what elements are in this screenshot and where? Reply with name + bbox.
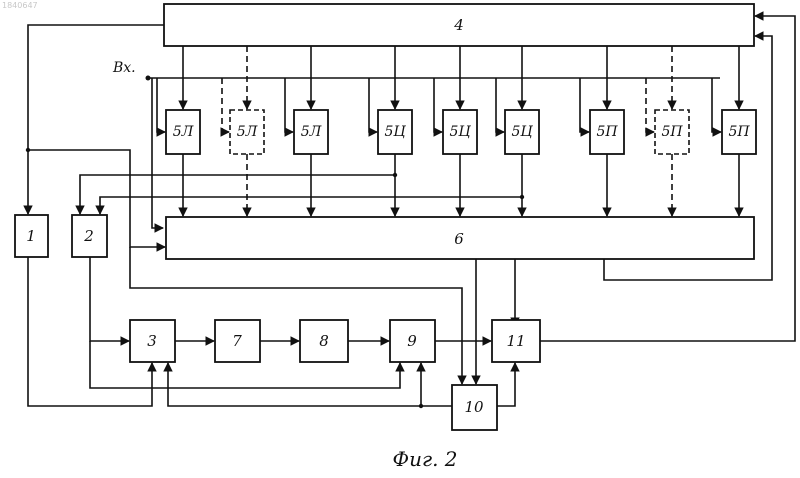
block-1-label: 1 <box>26 227 36 245</box>
block-5-9-label: 5П <box>728 124 750 140</box>
figure-caption: Фиг. 2 <box>392 447 457 471</box>
block-11-label: 11 <box>506 332 525 350</box>
block-4-label: 4 <box>453 16 464 34</box>
block-11-feedback-to-block-4 <box>540 16 795 341</box>
block-10-label: 10 <box>464 398 484 416</box>
block-9-label: 9 <box>407 332 417 350</box>
block-5-9: 5П <box>722 110 756 154</box>
block-5-3-label: 5Л <box>301 124 322 140</box>
block-2-label: 2 <box>83 227 94 245</box>
block-5-3: 5Л <box>294 110 328 154</box>
block-5-8-label: 5П <box>661 124 683 140</box>
channel-taps-to-block-2 <box>80 173 524 214</box>
block-5-4: 5Ц <box>378 110 412 154</box>
block-5-2-label: 5Л <box>237 124 258 140</box>
block-7-label: 7 <box>232 332 242 350</box>
block-5-5: 5Ц <box>443 110 477 154</box>
block-5-8: 5П <box>655 110 689 154</box>
block-3-label: 3 <box>147 332 157 350</box>
block-6-label: 6 <box>454 230 464 248</box>
block-5-1-label: 5Л <box>173 124 194 140</box>
block-5-6-label: 5Ц <box>511 124 533 140</box>
input-label: Вх. <box>112 60 136 76</box>
block-4-to-block-1 <box>28 25 164 214</box>
channels-to-block-6 <box>183 154 739 216</box>
block-5-7: 5П <box>590 110 624 154</box>
block-8-label: 8 <box>319 332 329 350</box>
block-5-7-label: 5П <box>596 124 618 140</box>
document-number: 1840647 <box>2 1 38 10</box>
block-5-4-label: 5Ц <box>384 124 406 140</box>
block-5-2: 5Л <box>230 110 264 154</box>
block-5-6: 5Ц <box>505 110 539 154</box>
block-5-1: 5Л <box>166 110 200 154</box>
block-5-5-label: 5Ц <box>449 124 471 140</box>
